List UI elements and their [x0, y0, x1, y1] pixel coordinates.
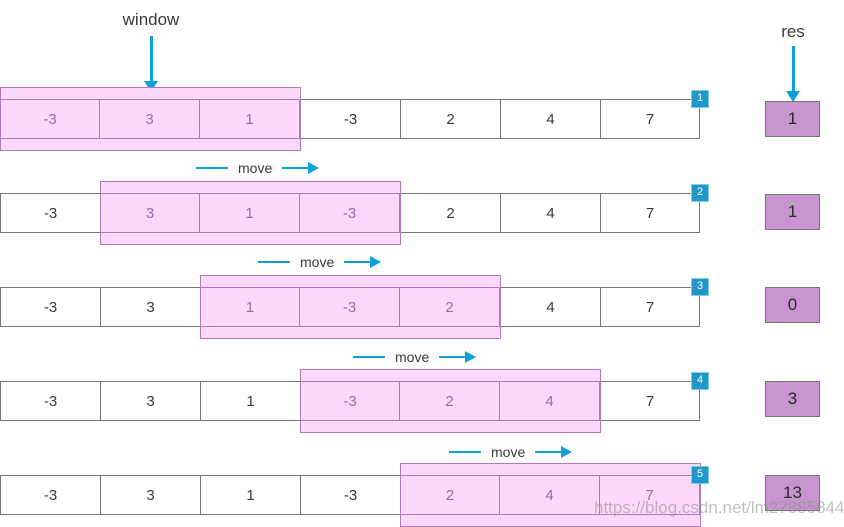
- array-cells: -3 3 1 -3 2 4 7: [0, 193, 700, 233]
- array-cell[interactable]: 4: [500, 475, 600, 515]
- step-badge: 1: [691, 90, 709, 108]
- move-indicator: move: [196, 157, 320, 179]
- move-label: move: [395, 349, 430, 365]
- step-badge: 5: [691, 466, 709, 484]
- move-dash: [258, 260, 290, 264]
- move-arrow-icon: [282, 162, 320, 174]
- array-cell[interactable]: 2: [400, 99, 500, 139]
- array-cell[interactable]: 7: [600, 99, 700, 139]
- array-cell[interactable]: -3: [300, 193, 400, 233]
- array-cell[interactable]: 7: [600, 287, 700, 327]
- array-cell[interactable]: -3: [0, 287, 100, 327]
- array-cell[interactable]: 1: [200, 99, 300, 139]
- array-cell[interactable]: -3: [0, 475, 100, 515]
- res-value-box: 3: [765, 381, 820, 417]
- array-cell[interactable]: 3: [100, 99, 200, 139]
- array-cell[interactable]: -3: [300, 99, 400, 139]
- array-row: -3 3 1 -3 2 4 7 1: [0, 87, 709, 151]
- move-arrow-icon: [439, 351, 477, 363]
- step-badge: 4: [691, 372, 709, 390]
- window-label: window: [122, 10, 180, 29]
- res-value-box: 0: [765, 287, 820, 323]
- step-badge: 2: [691, 184, 709, 202]
- array-cell[interactable]: 7: [600, 193, 700, 233]
- array-cell[interactable]: -3: [0, 193, 100, 233]
- array-cell[interactable]: -3: [0, 381, 100, 421]
- array-cell[interactable]: 1: [200, 381, 300, 421]
- move-indicator: move: [449, 441, 573, 463]
- array-cell[interactable]: -3: [300, 475, 400, 515]
- res-value-box: 1: [765, 101, 820, 137]
- array-cell[interactable]: 3: [100, 475, 200, 515]
- array-cell[interactable]: 7: [600, 381, 700, 421]
- move-label: move: [300, 254, 335, 270]
- array-cell[interactable]: 4: [500, 381, 600, 421]
- array-cell[interactable]: 1: [200, 475, 300, 515]
- array-cell[interactable]: 7: [600, 475, 700, 515]
- array-cell[interactable]: 3: [100, 381, 200, 421]
- move-dash: [196, 166, 228, 170]
- array-cell[interactable]: 1: [200, 193, 300, 233]
- array-cell[interactable]: 4: [500, 99, 600, 139]
- array-cell[interactable]: 4: [500, 287, 600, 327]
- array-cell[interactable]: 2: [400, 475, 500, 515]
- array-cells: -3 3 1 -3 2 4 7: [0, 381, 700, 421]
- move-label: move: [491, 444, 526, 460]
- res-value-box: 13: [765, 475, 820, 511]
- array-cell[interactable]: -3: [0, 99, 100, 139]
- array-row: -3 3 1 -3 2 4 7 3: [0, 275, 709, 339]
- step-badge: 3: [691, 278, 709, 296]
- array-cell[interactable]: 2: [400, 287, 500, 327]
- array-row: -3 3 1 -3 2 4 7 5: [0, 463, 709, 527]
- move-arrow-icon: [344, 256, 382, 268]
- res-value-box: 1: [765, 194, 820, 230]
- array-cells: -3 3 1 -3 2 4 7: [0, 99, 700, 139]
- move-indicator: move: [258, 251, 382, 273]
- array-cell[interactable]: -3: [300, 381, 400, 421]
- array-cell[interactable]: -3: [300, 287, 400, 327]
- array-cell[interactable]: 3: [100, 287, 200, 327]
- res-label: res: [781, 22, 805, 41]
- move-dash: [353, 355, 385, 359]
- array-cell[interactable]: 4: [500, 193, 600, 233]
- array-cell[interactable]: 2: [400, 381, 500, 421]
- res-pointer-arrow: [786, 46, 800, 102]
- window-pointer-arrow: [144, 36, 158, 92]
- move-arrow-icon: [535, 446, 573, 458]
- array-row: -3 3 1 -3 2 4 7 2: [0, 181, 709, 245]
- move-indicator: move: [353, 346, 477, 368]
- array-cell[interactable]: 2: [400, 193, 500, 233]
- array-cell[interactable]: 3: [100, 193, 200, 233]
- move-dash: [449, 450, 481, 454]
- array-cell[interactable]: 1: [200, 287, 300, 327]
- array-row: -3 3 1 -3 2 4 7 4: [0, 369, 709, 433]
- array-cells: -3 3 1 -3 2 4 7: [0, 287, 700, 327]
- array-cells: -3 3 1 -3 2 4 7: [0, 475, 700, 515]
- move-label: move: [238, 160, 273, 176]
